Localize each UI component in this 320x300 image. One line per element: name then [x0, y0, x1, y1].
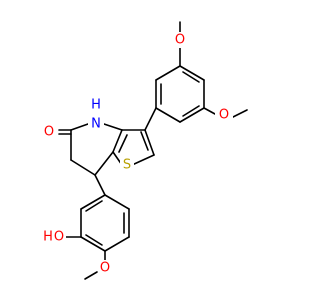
atom-o-methoxy-right: O	[219, 108, 229, 123]
atom-h-hydroxyl: H	[43, 230, 53, 245]
molecule-structure-diagram: O O N H O S H O O	[40, 21, 248, 280]
aryl-link-bond	[94, 174, 106, 196]
atom-o-methoxy-bottom: O	[100, 261, 110, 276]
hydroxy-methoxyphenyl-ring	[80, 194, 130, 252]
atom-n-amide: N	[91, 117, 101, 132]
biaryl-bond	[144, 107, 157, 131]
atom-s-thiophene: S	[123, 158, 131, 173]
carbonyl-bond	[58, 129, 72, 135]
atom-labels: O O N H O S H O O	[40, 32, 233, 276]
thiophene-ring	[112, 129, 155, 166]
atom-o-methoxy-top: O	[175, 33, 185, 48]
lactam-ring	[70, 123, 123, 176]
atom-h-amide: H	[91, 98, 101, 113]
methoxy-group-right	[203, 107, 248, 118]
dimethoxyphenyl-ring	[155, 65, 205, 123]
atom-o-hydroxyl: O	[54, 230, 64, 245]
atom-o-carbonyl: O	[44, 125, 54, 140]
